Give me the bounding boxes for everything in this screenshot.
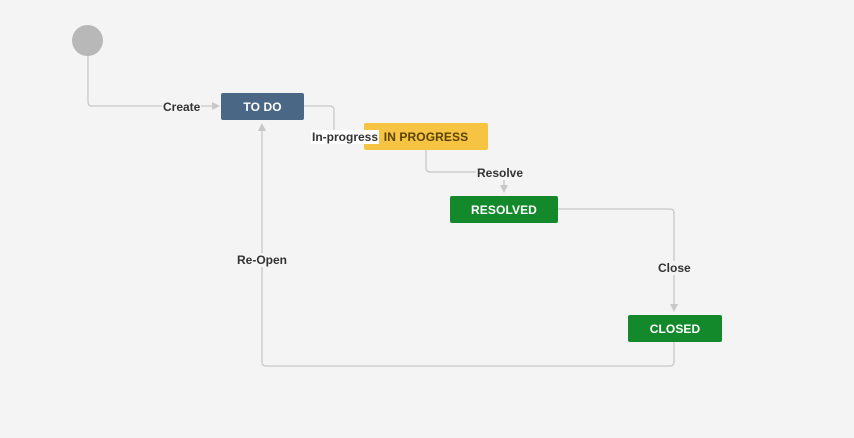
arrowhead-resolve <box>500 185 508 193</box>
arrowhead-create <box>212 102 220 110</box>
arrowhead-reopen <box>258 123 266 131</box>
transition-label-in-progress[interactable]: In-progress <box>311 130 380 144</box>
connector-create <box>87 56 213 107</box>
connector-close <box>558 208 675 305</box>
status-todo[interactable]: TO DO <box>221 93 304 120</box>
status-in-progress[interactable]: IN PROGRESS <box>364 123 488 150</box>
start-node <box>72 25 103 56</box>
arrowhead-close <box>670 304 678 312</box>
transition-label-resolve[interactable]: Resolve <box>476 166 525 180</box>
transition-label-create[interactable]: Create <box>162 100 202 114</box>
transition-label-close[interactable]: Close <box>657 261 692 275</box>
transition-label-reopen[interactable]: Re-Open <box>236 253 289 267</box>
status-closed[interactable]: CLOSED <box>628 315 722 342</box>
connector-reopen <box>261 131 675 367</box>
connector-in-progress <box>304 105 356 137</box>
status-resolved[interactable]: RESOLVED <box>450 196 558 223</box>
